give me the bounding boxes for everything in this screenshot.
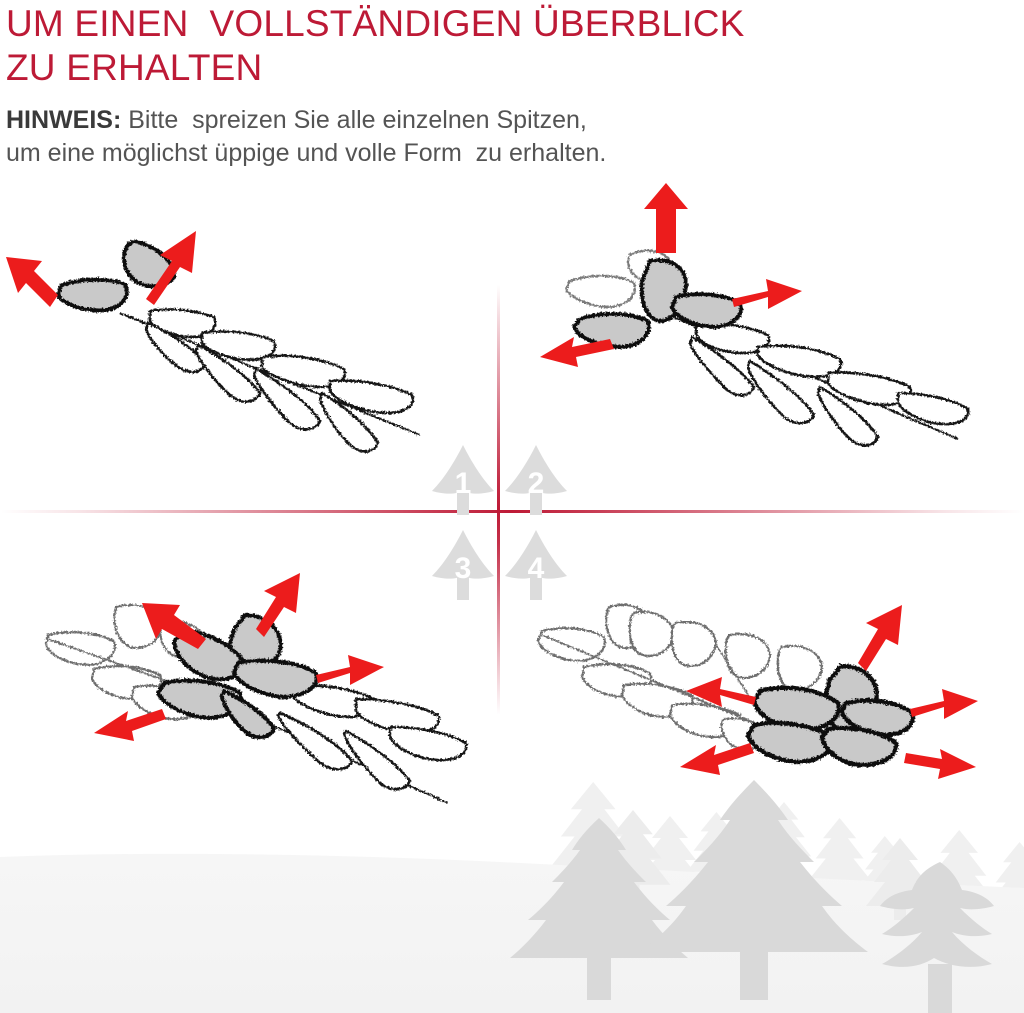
- forest-front-layer: [510, 780, 994, 1013]
- direction-arrows: [6, 231, 196, 307]
- page-title-line-1: UM EINEN VOLLSTÄNDIGEN ÜBERBLICK: [6, 3, 745, 44]
- branch-body-outline: [663, 312, 970, 447]
- quadrant-badge-4: 4: [503, 528, 569, 602]
- direction-arrows: [94, 573, 384, 741]
- decorative-forest-silhouette: [0, 780, 1024, 1013]
- quadrant-number-1: 1: [454, 467, 472, 500]
- direction-arrows: [540, 183, 802, 367]
- arrow-up-right: [858, 605, 902, 671]
- quadrant-badge-3: 3: [430, 528, 496, 602]
- arrow-right: [732, 279, 802, 309]
- highlighted-branch-tips: [55, 239, 177, 313]
- instruction-panel-step-2: [528, 183, 1008, 470]
- branch-body-outline: [119, 308, 421, 453]
- ghost-branch-tip: [564, 249, 674, 309]
- instruction-panel-step-4: [528, 585, 1013, 825]
- arrow-down-right: [904, 749, 976, 779]
- quadrant-number-3: 3: [454, 552, 472, 585]
- quadrant-badge-1: 1: [430, 443, 496, 517]
- note-line-2: um eine möglichst üppige und volle Form …: [6, 139, 607, 167]
- arrow-down-left: [94, 709, 166, 741]
- tree-badge-icon: [432, 530, 494, 600]
- note-line-1: Bitte spreizen Sie alle einzelnen Spitze…: [121, 106, 587, 134]
- tree-badge-icon: [432, 445, 494, 515]
- arrow-up-right: [146, 231, 196, 305]
- quadrant-number-2: 2: [527, 467, 545, 500]
- arrow-up: [644, 183, 688, 253]
- ghost-branch-tips: [536, 603, 824, 751]
- branch-body-outline: [239, 684, 468, 804]
- quadrant-number-4: 4: [527, 552, 545, 585]
- tree-badge-icon: [505, 445, 567, 515]
- highlighted-branch-tips: [572, 258, 743, 349]
- arrow-up-left: [6, 257, 58, 307]
- instruction-panel-step-1: [0, 205, 440, 470]
- highlighted-branch-tips: [745, 664, 915, 768]
- note-block: HINWEIS: Bitte spreizen Sie alle einzeln…: [6, 104, 1006, 170]
- direction-arrows: [680, 605, 978, 779]
- arrow-right: [316, 655, 384, 685]
- instruction-panel-step-3: [28, 573, 473, 825]
- page-title-line-2: ZU ERHALTEN: [6, 47, 263, 88]
- header-block: UM EINEN VOLLSTÄNDIGEN ÜBERBLICK ZU ERHA…: [6, 2, 1006, 170]
- arrow-up-left: [686, 677, 756, 707]
- arrow-up-right: [256, 573, 300, 637]
- arrow-down-left: [680, 743, 754, 775]
- tree-badge-icon: [505, 530, 567, 600]
- note-label: HINWEIS:: [6, 106, 122, 134]
- arrow-up-left: [142, 603, 206, 649]
- arrow-right: [910, 689, 978, 719]
- divider-vertical-line: [497, 285, 500, 715]
- quadrant-badge-2: 2: [503, 443, 569, 517]
- arrow-down-left: [540, 337, 614, 367]
